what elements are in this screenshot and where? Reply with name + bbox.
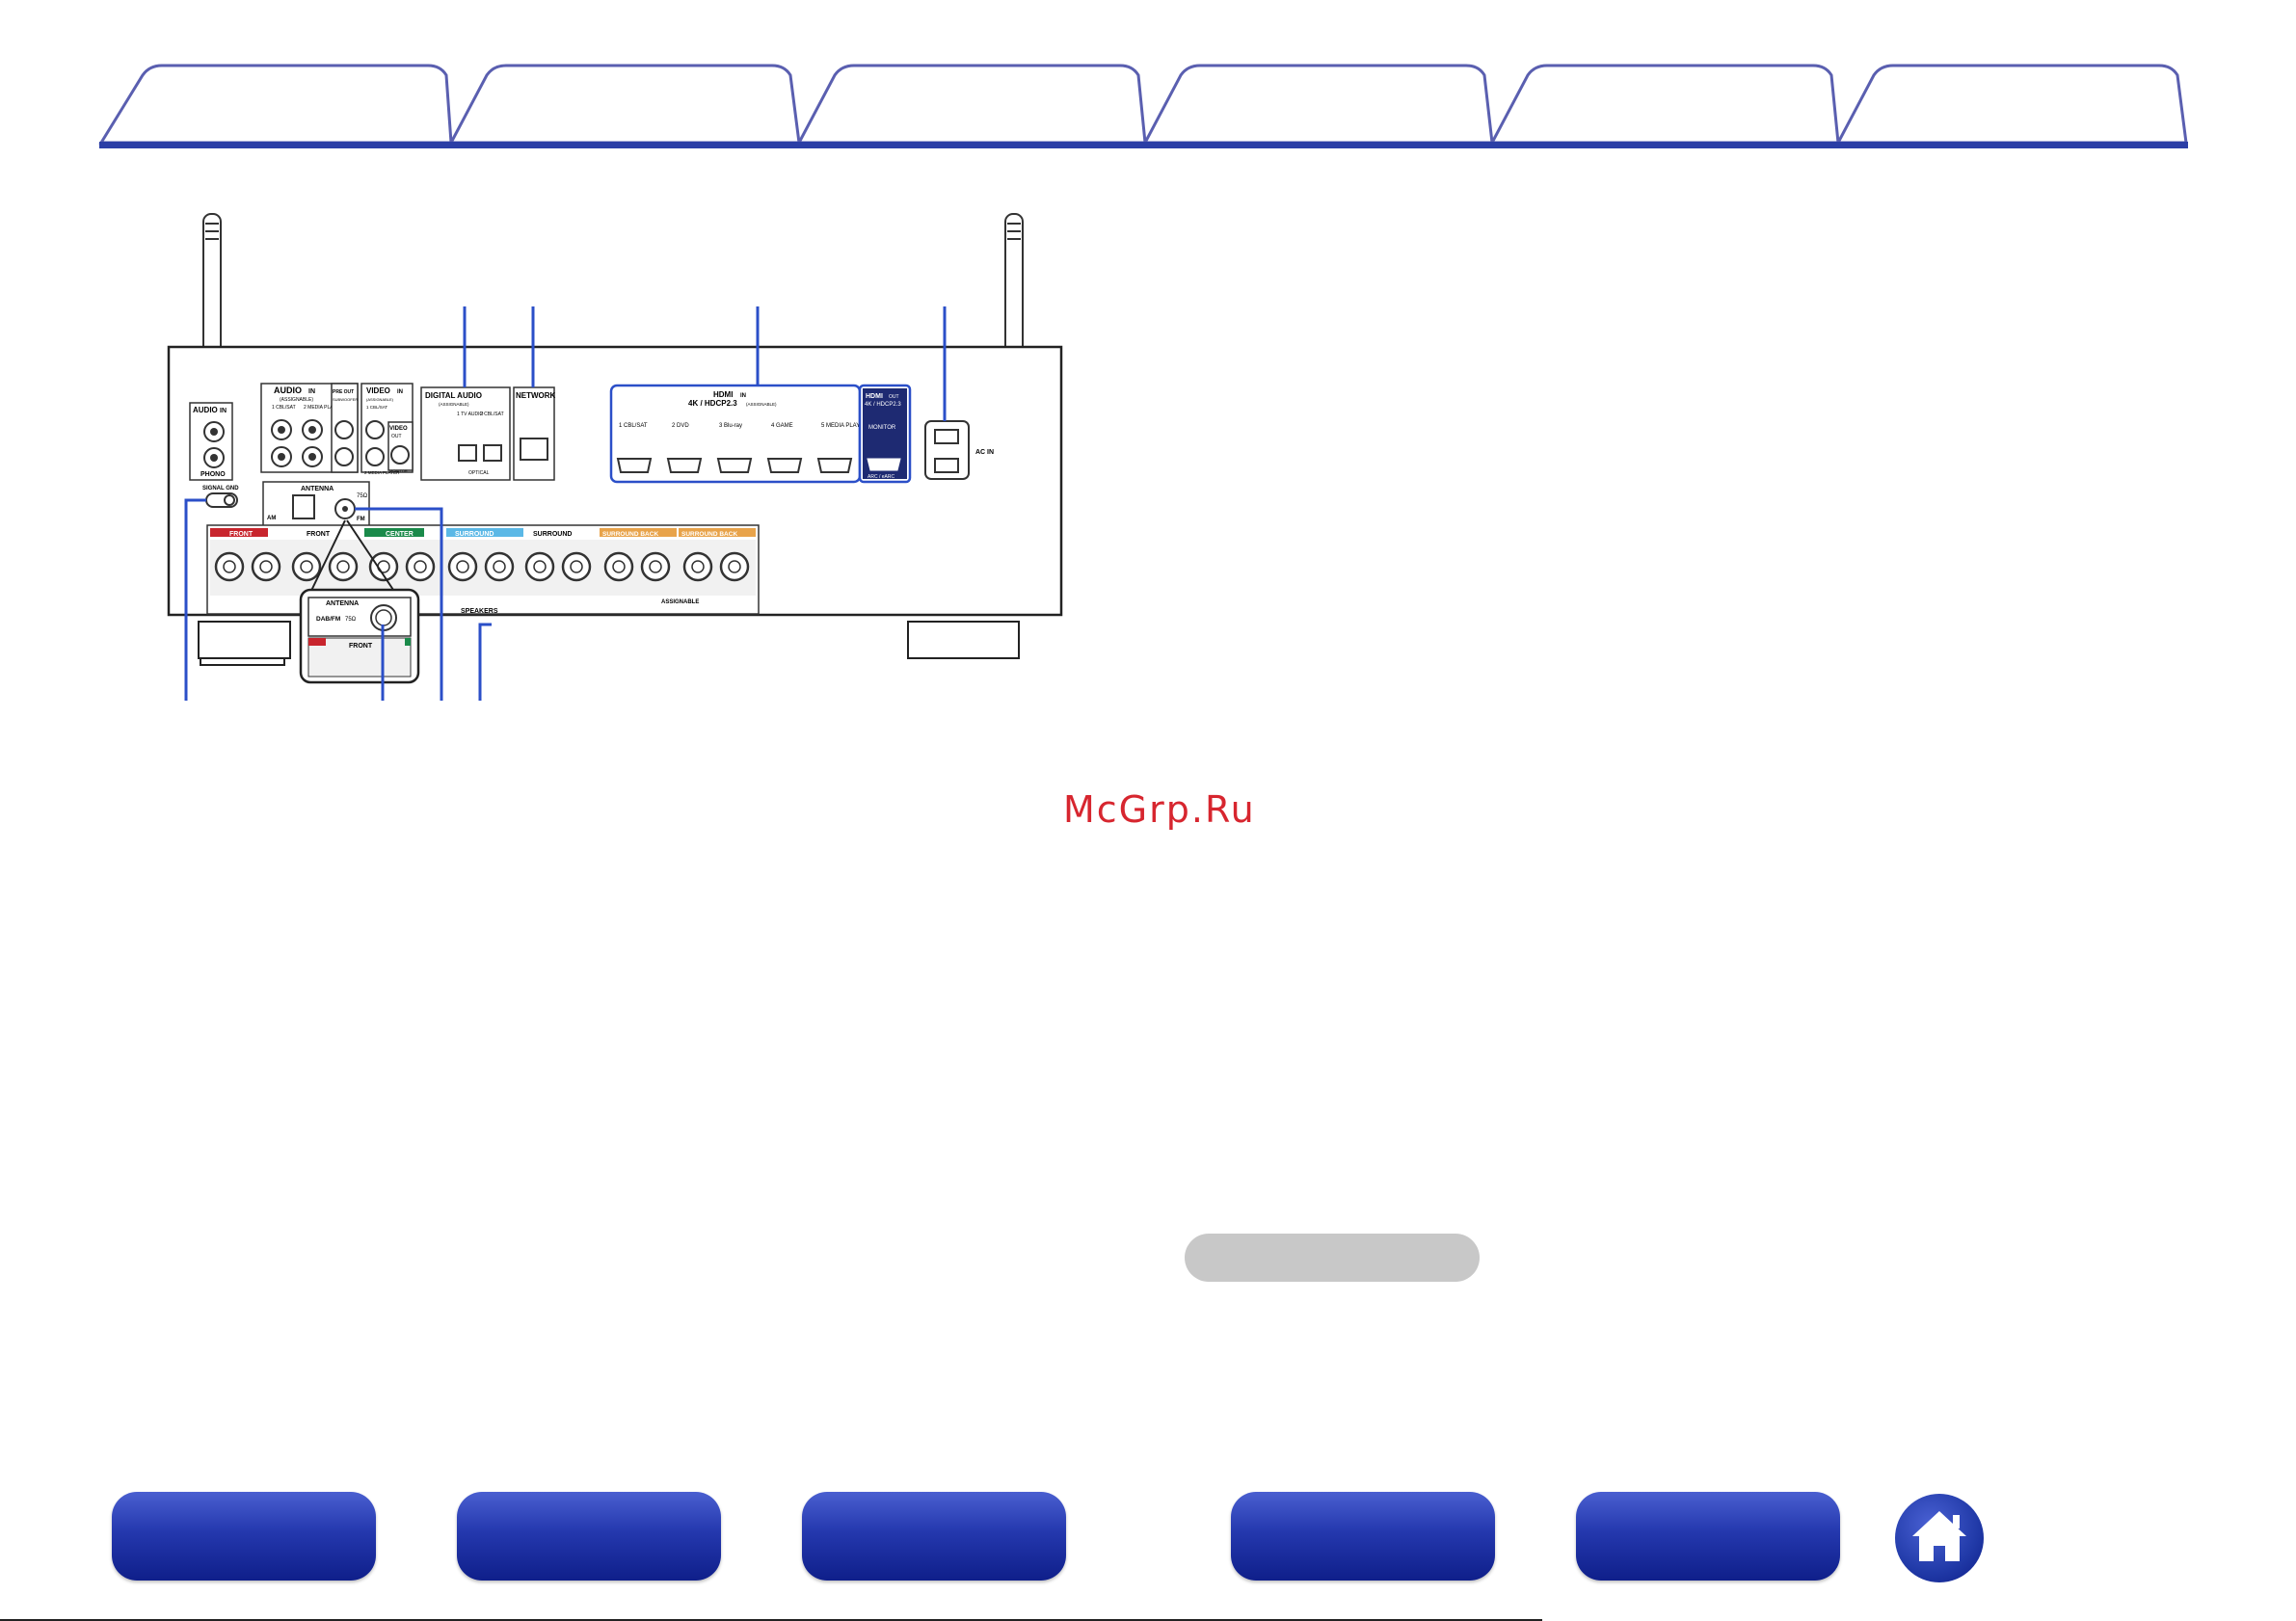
label-audio-assignable: (ASSIGNABLE) xyxy=(280,397,313,403)
tab-5[interactable] xyxy=(1489,64,1840,145)
label-digital-assignable: (ASSIGNABLE) xyxy=(439,402,469,407)
label-signal-gnd: SIGNAL GND xyxy=(202,486,239,492)
label-front-r: FRONT xyxy=(229,531,254,538)
label-zoom-dabfm: DAB/FM xyxy=(316,616,340,623)
label-surround-back-r: SURROUND BACK xyxy=(602,531,658,538)
label-zoom-front: FRONT xyxy=(349,643,373,650)
label-center: CENTER xyxy=(386,531,414,538)
nav-button-3[interactable] xyxy=(802,1492,1066,1581)
label-digital-audio: DIGITAL AUDIO xyxy=(425,391,482,400)
label-monitor: MONITOR xyxy=(389,468,408,473)
gray-pill xyxy=(1185,1234,1480,1282)
label-hdmi-input-2: 2 DVD xyxy=(672,423,689,429)
label-video: VIDEO xyxy=(366,386,390,395)
label-audio-2: 2 MEDIA PLAYER xyxy=(304,405,343,411)
foot-left xyxy=(198,621,291,659)
jack-network[interactable] xyxy=(520,438,548,461)
label-assignable: ASSIGNABLE xyxy=(661,599,699,605)
label-hdmi-out-badge: OUT xyxy=(889,394,899,400)
nav-button-2[interactable] xyxy=(457,1492,721,1581)
jack-monitor-out[interactable] xyxy=(390,445,410,465)
jack-subwoofer-1[interactable] xyxy=(334,420,354,439)
label-network: NETWORK xyxy=(516,391,556,400)
label-hdmi-in: IN xyxy=(740,393,746,399)
tab-4[interactable] xyxy=(1142,64,1494,145)
nav-button-1[interactable] xyxy=(112,1492,376,1581)
label-hdmi-monitor: MONITOR xyxy=(868,425,896,431)
label-front-l: FRONT xyxy=(307,531,331,538)
label-video-assignable: (ASSIGNABLE) xyxy=(366,397,394,402)
tab-1[interactable] xyxy=(98,64,453,145)
tab-underline xyxy=(99,142,2188,148)
label-hdmi-out-spec: 4K / HDCP2.3 xyxy=(865,402,901,408)
label-ac-in: AC IN xyxy=(975,449,994,456)
label-digital-1: 1 TV AUDIO xyxy=(457,412,484,417)
label-hdmi-spec: 4K / HDCP2.3 xyxy=(688,399,737,408)
label-speakers: SPEAKERS xyxy=(461,608,498,615)
label-hdmi-input-1: 1 CBL/SAT xyxy=(619,423,648,429)
jack-subwoofer-2[interactable] xyxy=(334,447,354,466)
jack-optical-2[interactable] xyxy=(483,444,502,462)
label-surround-r: SURROUND xyxy=(455,531,494,538)
label-subwoofer: SUBWOOFER xyxy=(333,397,358,402)
label-surround-l: SURROUND xyxy=(533,531,572,538)
tab-6[interactable] xyxy=(1835,64,2188,145)
tab-2[interactable] xyxy=(448,64,801,145)
label-hdmi-arc: ARC / eARC xyxy=(868,474,894,480)
hdmi-out-port[interactable] xyxy=(867,458,901,471)
label-optical: OPTICAL xyxy=(468,470,490,476)
label-zoom-antenna: ANTENNA xyxy=(326,600,359,607)
label-am: AM xyxy=(267,516,276,521)
nav-button-5[interactable] xyxy=(1576,1492,1840,1581)
label-audio-1: 1 CBL/SAT xyxy=(272,405,296,411)
signal-gnd-terminal[interactable] xyxy=(224,494,235,506)
watermark: McGrp.Ru xyxy=(1063,788,1256,831)
label-surround-back-l: SURROUND BACK xyxy=(681,531,737,538)
foot-right xyxy=(907,621,1020,659)
label-hdmi: HDMI xyxy=(713,390,733,399)
label-audio-phono: AUDIO xyxy=(193,406,218,414)
label-hdmi-out: HDMI xyxy=(866,393,883,400)
tab-3[interactable] xyxy=(796,64,1147,145)
label-fm: FM xyxy=(357,517,365,522)
label-video-in: IN xyxy=(397,389,403,395)
label-phono: PHONO xyxy=(200,471,226,478)
home-button[interactable] xyxy=(1895,1494,1984,1582)
label-zoom-ohm: 75Ω xyxy=(345,617,357,623)
label-video-out: VIDEO xyxy=(389,426,408,432)
label-phono-in: IN xyxy=(220,408,227,414)
rear-panel-diagram: AUDIO IN PHONO AUDIO IN (ASSIGNABLE) 1 C… xyxy=(167,213,1063,701)
label-ohm: 75Ω xyxy=(357,493,368,499)
jack-optical-1[interactable] xyxy=(458,444,477,462)
label-hdmi-input-3: 3 Blu-ray xyxy=(719,423,742,429)
label-hdmi-input-5: 5 MEDIA PLAYER xyxy=(821,423,868,429)
label-audio-in-badge: IN xyxy=(308,388,315,395)
label-video-out-badge: OUT xyxy=(391,434,402,439)
home-icon xyxy=(1912,1511,1966,1561)
am-terminal[interactable] xyxy=(292,494,315,519)
label-antenna: ANTENNA xyxy=(301,486,334,492)
label-digital-2: 2 CBL/SAT xyxy=(480,412,504,417)
label-hdmi-input-4: 4 GAME xyxy=(771,423,793,429)
jack-video-2[interactable] xyxy=(365,447,385,466)
label-video-2: 2 MEDIA PLAYER xyxy=(364,470,400,475)
label-video-1: 1 CBL/SAT xyxy=(366,405,387,410)
label-audio-in: AUDIO xyxy=(274,385,302,395)
hdmi-in-ports[interactable] xyxy=(616,458,853,473)
nav-button-4[interactable] xyxy=(1231,1492,1495,1581)
jack-video-1[interactable] xyxy=(365,420,385,439)
tab-bar xyxy=(98,64,2188,148)
label-hdmi-assignable: (ASSIGNABLE) xyxy=(746,402,777,407)
label-preout: PRE OUT xyxy=(333,389,354,395)
